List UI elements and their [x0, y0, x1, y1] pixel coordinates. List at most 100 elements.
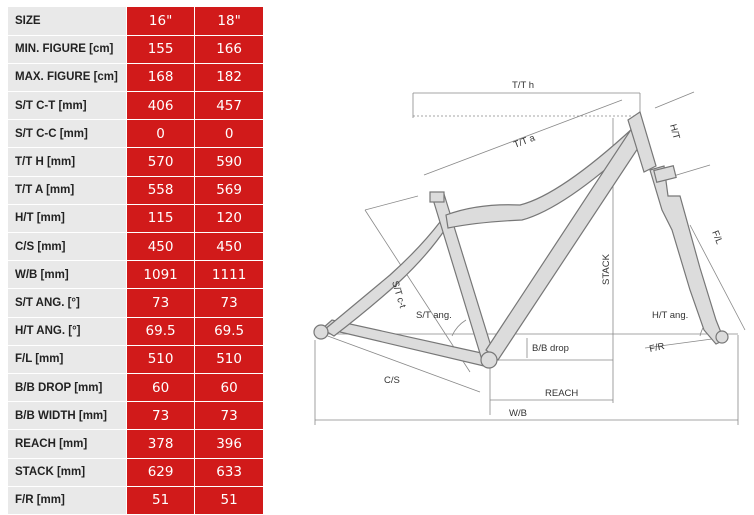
value-16: 629 [125, 458, 195, 487]
fork [649, 165, 725, 345]
label-tt-h: T/T h [512, 80, 534, 91]
value-18: 73 [194, 288, 263, 318]
value-16: 69.5 [125, 317, 195, 346]
value-18: 590 [194, 147, 263, 177]
row-label: C/S [mm] [8, 232, 127, 262]
label-wb: W/B [509, 408, 527, 419]
fork-crown [653, 165, 677, 183]
bike-frame [313, 111, 729, 369]
value-18: 457 [194, 91, 263, 121]
head-tube [627, 111, 657, 173]
value-16: 378 [125, 429, 195, 459]
row-label: S/T ANG. [°] [8, 288, 127, 318]
label-cs: C/S [384, 375, 400, 386]
value-18: 166 [194, 35, 263, 64]
row-label: B/B WIDTH [mm] [8, 401, 127, 431]
value-16: 1091 [125, 260, 195, 290]
row-label: F/R [mm] [8, 486, 127, 515]
label-reach: REACH [545, 388, 578, 399]
value-16: 168 [125, 63, 195, 93]
row-label: MIN. FIGURE [cm] [8, 35, 127, 64]
row-label: REACH [mm] [8, 429, 127, 459]
top-tube [445, 127, 642, 229]
value-16: 406 [125, 91, 195, 121]
label-st-ang: S/T ang. [416, 310, 452, 321]
row-label: W/B [mm] [8, 260, 127, 290]
label-bb-drop: B/B drop [532, 343, 569, 354]
chainstay [321, 319, 487, 367]
value-18: 73 [194, 401, 263, 431]
value-16: 0 [125, 119, 195, 149]
label-tt-a: T/T a [512, 132, 537, 150]
value-18: 182 [194, 63, 263, 93]
bottom-bracket [480, 351, 498, 369]
row-label: S/T C-T [mm] [8, 91, 127, 121]
value-18: 569 [194, 176, 263, 205]
size-16-header: 16" [125, 7, 195, 36]
front-dropout [715, 330, 729, 344]
row-label: F/L [mm] [8, 345, 127, 374]
label-ht: H/T [667, 123, 682, 141]
value-16: 60 [125, 373, 195, 403]
value-18: 510 [194, 345, 263, 374]
value-18: 633 [194, 458, 263, 487]
value-16: 73 [125, 288, 195, 318]
row-label: S/T C-C [mm] [8, 119, 127, 149]
down-tube [485, 127, 647, 361]
value-16: 51 [125, 486, 195, 515]
row-label: T/T A [mm] [8, 176, 127, 205]
value-16: 510 [125, 345, 195, 374]
value-16: 73 [125, 401, 195, 431]
value-16: 155 [125, 35, 195, 64]
value-18: 60 [194, 373, 263, 403]
row-label: MAX. FIGURE [cm] [8, 63, 127, 93]
value-18: 120 [194, 204, 263, 234]
size-header-label: SIZE [8, 7, 127, 36]
label-st-ct: S/T c-t [389, 280, 408, 310]
dimension-lines [314, 91, 746, 425]
table-header-row: SIZE 16" 18" [8, 7, 263, 36]
value-18: 396 [194, 429, 263, 459]
size-18-header: 18" [194, 7, 263, 36]
value-16: 450 [125, 232, 195, 262]
label-ht-ang: H/T ang. [652, 310, 688, 321]
value-18: 450 [194, 232, 263, 262]
seatstay [322, 221, 447, 337]
row-label: H/T [mm] [8, 204, 127, 234]
label-stack: STACK [601, 253, 612, 285]
row-label: H/T ANG. [°] [8, 317, 127, 346]
row-label: T/T H [mm] [8, 147, 127, 177]
value-18: 1111 [194, 260, 263, 290]
row-label: B/B DROP [mm] [8, 373, 127, 403]
rear-dropout [313, 324, 329, 340]
value-18: 0 [194, 119, 263, 149]
value-16: 115 [125, 204, 195, 234]
value-16: 558 [125, 176, 195, 205]
label-fr: F/R [648, 341, 665, 355]
dimension-labels: T/T h T/T a H/T STACK F/L S/T c-t S/T an… [384, 80, 725, 419]
row-label: STACK [mm] [8, 458, 127, 487]
seat-tube [431, 193, 495, 361]
value-16: 570 [125, 147, 195, 177]
label-fl: F/L [709, 229, 724, 246]
value-18: 51 [194, 486, 263, 515]
seat-tube-top [429, 191, 445, 203]
